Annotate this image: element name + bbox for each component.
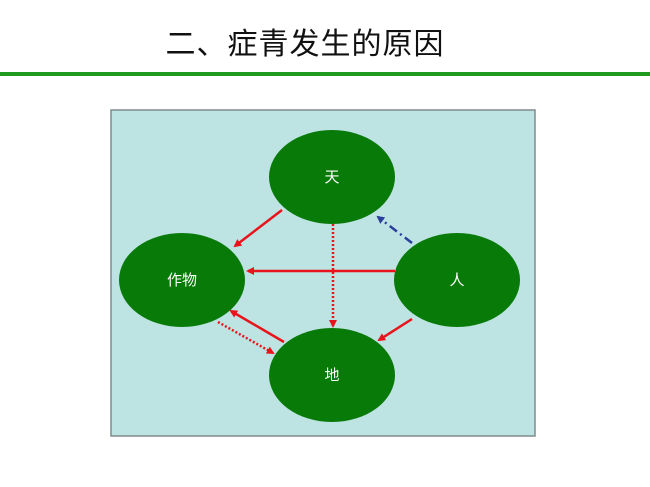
node-crop: 作物 (119, 233, 245, 327)
node-land-label: 地 (324, 366, 339, 384)
title-divider (0, 72, 650, 76)
node-sky: 天 (269, 130, 395, 224)
arrow-human-to-sky (376, 215, 413, 244)
node-crop-label: 作物 (167, 271, 197, 289)
node-human-label: 人 (449, 271, 464, 289)
arrow-crop-to-land (217, 320, 275, 355)
arrow-human-to-land (377, 317, 413, 342)
arrow-sky-to-crop (233, 209, 283, 248)
node-sky-label: 天 (324, 168, 339, 186)
slide-title: 二、症青发生的原因 (165, 27, 445, 62)
arrow-land-to-crop (229, 309, 285, 344)
node-human: 人 (394, 233, 520, 327)
node-land: 地 (269, 328, 395, 422)
